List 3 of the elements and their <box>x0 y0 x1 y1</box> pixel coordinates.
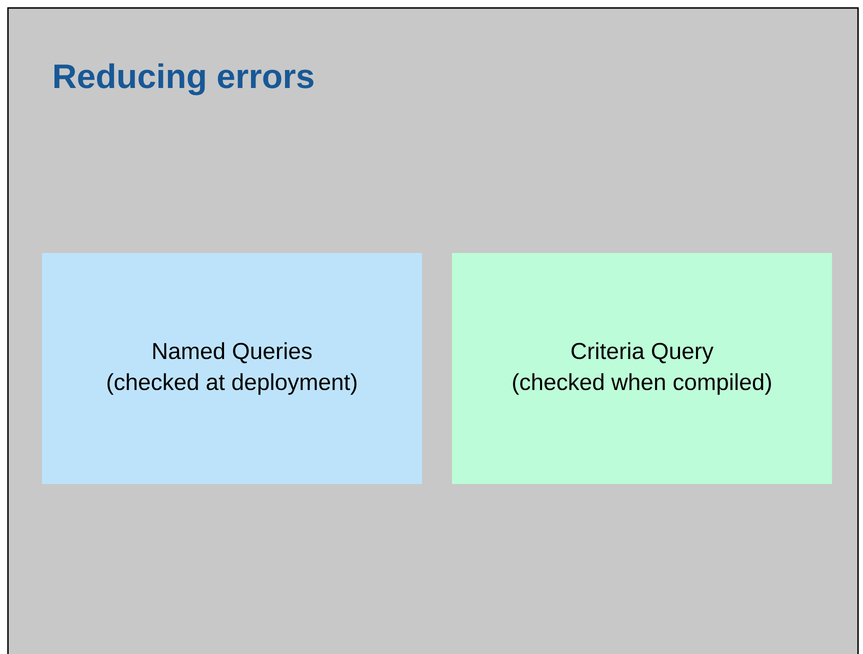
slide-title: Reducing errors <box>54 63 314 96</box>
text-box: Criteria Query (checked when compiled) <box>452 253 832 484</box>
text-box: Named Queries (checked at deployment) <box>42 253 422 484</box>
